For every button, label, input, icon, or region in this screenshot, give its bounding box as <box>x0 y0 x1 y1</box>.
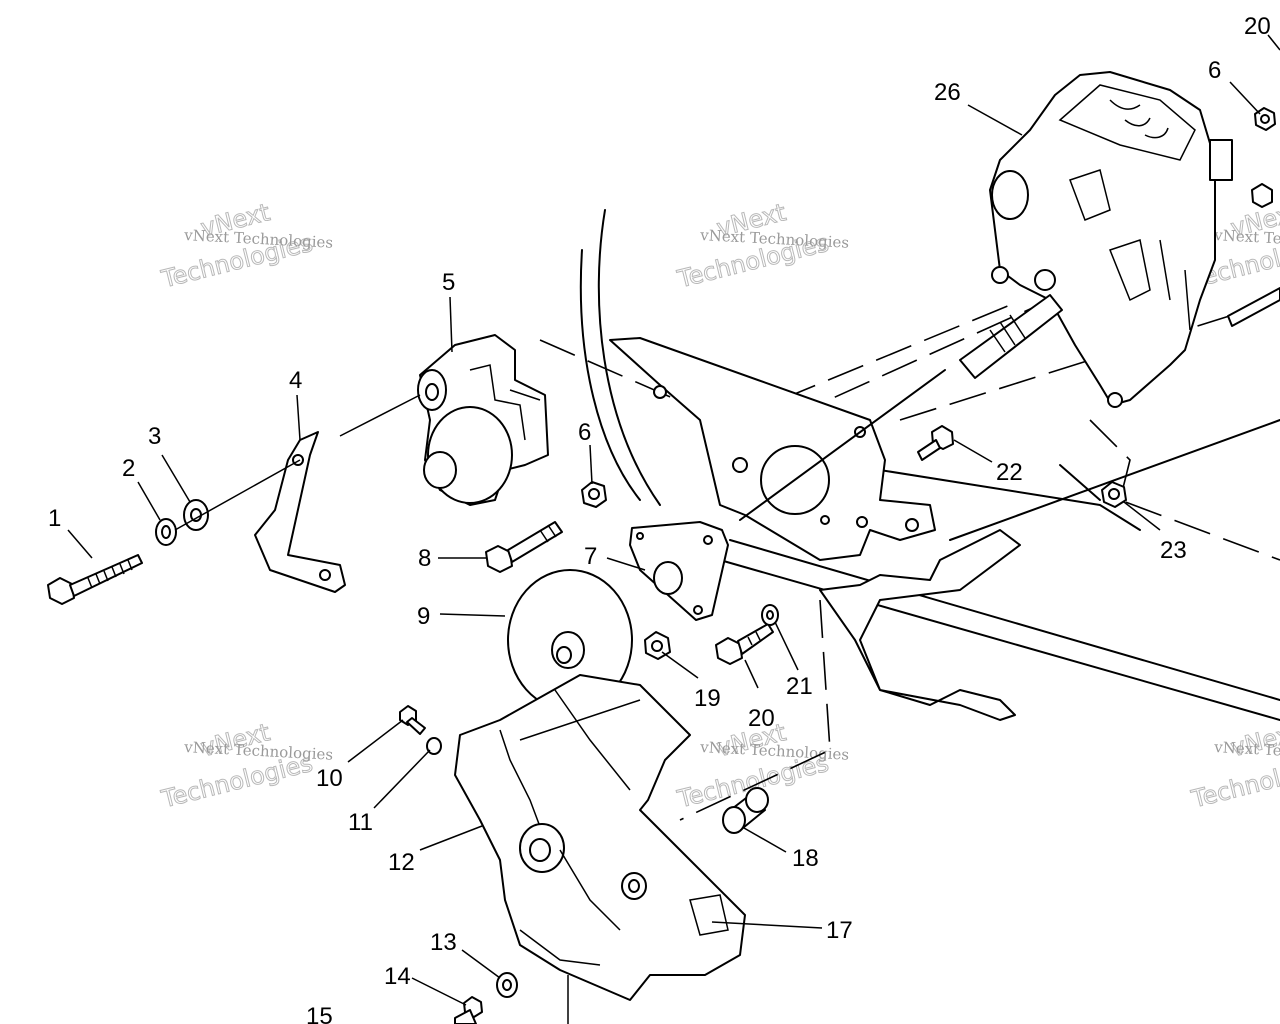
plate-hole <box>905 518 919 532</box>
bolt-15 <box>454 1009 477 1024</box>
callout-7[interactable]: 7 <box>584 543 597 570</box>
assembly-axis <box>174 394 421 531</box>
plate-hole <box>653 385 667 399</box>
bolt-20 <box>715 623 774 665</box>
callout-6-upper[interactable]: 6 <box>1208 57 1221 84</box>
stud-upper <box>1227 287 1280 327</box>
callout-21[interactable]: 21 <box>786 673 813 700</box>
callout-2[interactable]: 2 <box>122 455 135 482</box>
disc-9 <box>507 569 633 711</box>
callout-20-upper[interactable]: 20 <box>1244 13 1271 40</box>
callout-6[interactable]: 6 <box>578 419 591 446</box>
bracket-hole <box>319 569 331 581</box>
washer-11 <box>426 737 442 755</box>
plate-hole <box>732 457 748 473</box>
bracket-4 <box>254 431 346 593</box>
plate-hole <box>856 516 868 528</box>
bolt-8 <box>485 521 563 573</box>
callout-10[interactable]: 10 <box>316 765 343 792</box>
washer-hole <box>766 610 774 620</box>
callout-5[interactable]: 5 <box>442 269 455 296</box>
transmission-26 <box>989 71 1233 408</box>
callout-9[interactable]: 9 <box>417 603 430 630</box>
washer-hole <box>190 508 202 522</box>
washer-hole <box>502 979 512 991</box>
callout-14[interactable]: 14 <box>384 963 411 990</box>
watermark: vNext Technologies <box>1188 718 1280 814</box>
callout-26[interactable]: 26 <box>934 79 961 106</box>
callouts: 1 2 3 4 5 6 6 7 8 9 10 11 12 13 14 15 17… <box>48 13 1271 1024</box>
output-shaft <box>739 294 1063 521</box>
callout-15[interactable]: 15 <box>306 1003 333 1024</box>
callout-19[interactable]: 19 <box>694 685 721 712</box>
bolt-22 <box>917 425 954 461</box>
mounting-plate <box>609 337 936 561</box>
callout-3[interactable]: 3 <box>148 423 161 450</box>
callout-12[interactable]: 12 <box>388 849 415 876</box>
callout-18[interactable]: 18 <box>792 845 819 872</box>
starter-5 <box>417 334 549 506</box>
callout-17[interactable]: 17 <box>826 917 853 944</box>
shaft-stub <box>1209 139 1233 181</box>
callout-13[interactable]: 13 <box>430 929 457 956</box>
nut-19 <box>644 631 671 660</box>
bolt-20-upper <box>1251 183 1273 208</box>
frame-rails <box>579 209 1280 721</box>
washer-hole <box>161 525 171 539</box>
callout-20[interactable]: 20 <box>748 705 775 732</box>
leader-lines <box>67 34 1280 1006</box>
callout-8[interactable]: 8 <box>418 545 431 572</box>
nut-23 <box>1101 481 1127 508</box>
spacer-18 <box>722 787 769 834</box>
plate-hole <box>820 515 830 525</box>
callout-4[interactable]: 4 <box>289 367 302 394</box>
callout-22[interactable]: 22 <box>996 459 1023 486</box>
bolt-1 <box>47 554 143 605</box>
callout-23[interactable]: 23 <box>1160 537 1187 564</box>
lower-bracket <box>819 529 1021 721</box>
plate-7-hole <box>653 561 683 595</box>
callout-11[interactable]: 11 <box>348 809 373 836</box>
bolt-10 <box>399 705 426 735</box>
nut-6 <box>581 481 607 508</box>
watermark-small: vNext Technologies <box>1213 738 1280 764</box>
watermark: vNext Technologies <box>158 718 316 814</box>
callout-1[interactable]: 1 <box>48 505 61 532</box>
cover-12 <box>454 674 746 1024</box>
